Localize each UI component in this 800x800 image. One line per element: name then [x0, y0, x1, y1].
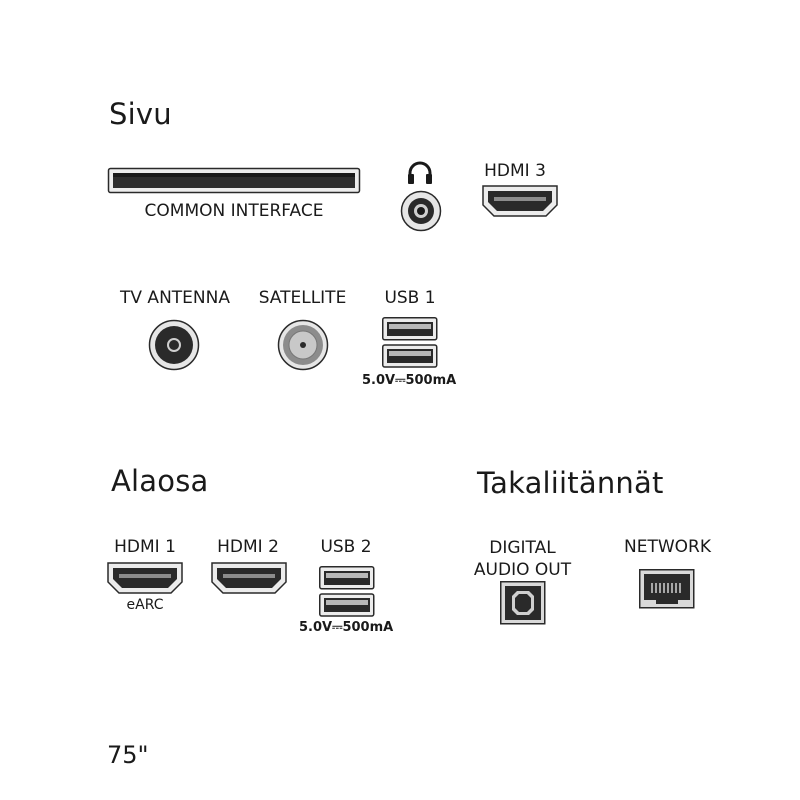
digital-audio-out-line1: DIGITAL	[489, 538, 556, 558]
section-heading-bottom: Alaosa	[111, 464, 209, 498]
optical-port-icon	[500, 581, 546, 625]
hdmi1-label: HDMI 1	[114, 537, 176, 557]
hdmi3-label: HDMI 3	[484, 161, 546, 181]
screen-size-label: 75"	[107, 741, 149, 769]
usb1-rating: 5.0V⎓500mA	[362, 373, 457, 388]
headphone-jack-icon	[400, 190, 442, 232]
satellite-port-icon	[277, 319, 329, 371]
network-label: NETWORK	[624, 537, 711, 557]
common-interface-label: COMMON INTERFACE	[144, 201, 324, 221]
antenna-port-icon	[148, 319, 200, 371]
hdmi2-label: HDMI 2	[217, 537, 279, 557]
ethernet-port-icon	[639, 569, 695, 609]
satellite-label: SATELLITE	[258, 288, 347, 308]
usb-port-icon	[382, 317, 438, 369]
section-heading-side: Sivu	[109, 97, 172, 131]
hdmi-port-icon	[107, 562, 183, 594]
headphones-icon	[407, 161, 433, 185]
hdmi-port-icon	[211, 562, 287, 594]
ci-slot-icon	[107, 167, 361, 194]
hdmi1-earc-label: eARC	[126, 597, 164, 613]
usb2-label: USB 2	[320, 537, 372, 557]
section-heading-back: Takaliitännät	[477, 466, 664, 500]
usb2-rating: 5.0V⎓500mA	[299, 620, 394, 635]
hdmi-port-icon	[482, 185, 558, 217]
usb-port-icon	[319, 566, 375, 618]
digital-audio-out-label: DIGITAL AUDIO OUT	[460, 537, 585, 581]
tv-antenna-label: TV ANTENNA	[120, 288, 230, 308]
usb1-label: USB 1	[384, 288, 436, 308]
digital-audio-out-line2: AUDIO OUT	[473, 560, 572, 580]
